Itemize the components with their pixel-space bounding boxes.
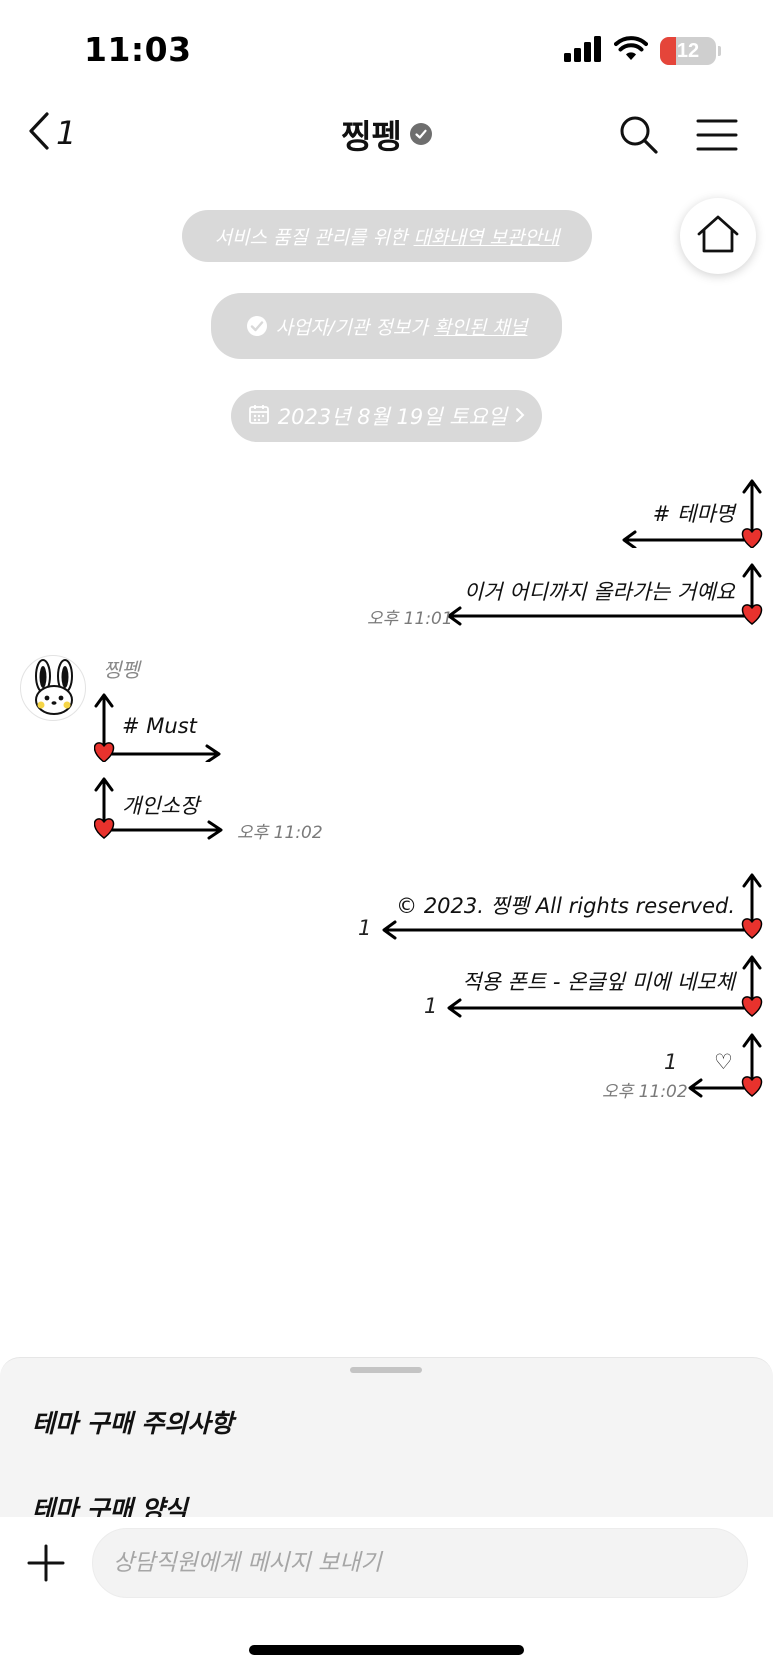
- incoming-bubble-2[interactable]: 개인소장: [94, 776, 226, 840]
- unread-count: 1: [56, 114, 77, 152]
- unread-count: 1: [358, 916, 372, 940]
- unread-count: 1: [424, 994, 438, 1018]
- outgoing-bubble-3[interactable]: © 2023. 찡펭 All rights reserved.: [380, 872, 765, 940]
- message-text: # 테마명: [652, 502, 735, 526]
- plus-icon: [26, 1544, 66, 1587]
- message-text: ♡: [714, 1050, 733, 1074]
- storage-notice-pill[interactable]: 서비스 품질 관리를 위한 대화내역 보관안내: [182, 210, 592, 262]
- outgoing-bubble-2[interactable]: 이거 어디까지 올라가는 거예요: [445, 562, 765, 626]
- signal-icon: [564, 36, 602, 66]
- calendar-icon: [248, 403, 270, 430]
- home-button[interactable]: [680, 198, 756, 274]
- menu-button[interactable]: [696, 118, 738, 156]
- battery-level: 12: [676, 39, 700, 62]
- status-icons: 12: [564, 34, 721, 68]
- quick-menu-sheet: [0, 1357, 773, 1517]
- home-icon: [696, 214, 740, 258]
- avatar[interactable]: [20, 655, 86, 721]
- outgoing-bubble-4[interactable]: 적용 폰트 - 온글잎 미에 네모체: [445, 954, 765, 1018]
- message-time: 오후 11:02: [602, 1082, 688, 1102]
- outgoing-bubble-1[interactable]: # 테마명: [620, 476, 765, 548]
- message-text: 이거 어디까지 올라가는 거예요: [463, 580, 735, 604]
- sender-name: 찡펭: [103, 658, 140, 682]
- menu-item-purchase-notice[interactable]: 테마 구매 주의사항: [32, 1409, 234, 1438]
- outgoing-bubble-5[interactable]: ♡: [686, 1032, 765, 1100]
- back-button[interactable]: 1: [28, 112, 76, 154]
- storage-notice-prefix: 서비스 품질 관리를 위한: [214, 226, 408, 249]
- verified-check-icon: [246, 315, 268, 337]
- status-time: 11:03: [84, 30, 192, 69]
- search-icon: [618, 116, 660, 160]
- message-time: 오후 11:02: [237, 823, 323, 843]
- date-text: 2023년 8월 19일 토요일: [277, 405, 508, 429]
- home-indicator: [249, 1645, 524, 1655]
- verified-badge-icon: [409, 123, 432, 145]
- message-time: 오후 11:01: [367, 609, 453, 629]
- chat-title: 찡펭: [0, 110, 773, 158]
- date-divider[interactable]: 2023년 8월 19일 토요일: [231, 390, 542, 442]
- unread-count: 1: [664, 1050, 678, 1074]
- menu-icon: [696, 119, 738, 156]
- sheet-grabber[interactable]: [350, 1367, 422, 1373]
- message-text: 개인소장: [122, 794, 200, 818]
- verified-notice-prefix: 사업자/기관 정보가: [275, 316, 428, 339]
- message-text: # Must: [122, 714, 197, 738]
- chevron-right-icon: [515, 404, 525, 428]
- verified-channel-pill[interactable]: 사업자/기관 정보가 확인된 채널: [211, 293, 562, 359]
- verified-notice-link[interactable]: 확인된 채널: [433, 316, 528, 339]
- message-text: 적용 폰트 - 온글잎 미에 네모체: [462, 970, 735, 994]
- incoming-bubble-1[interactable]: # Must: [94, 690, 224, 762]
- channel-name: 찡펭: [341, 117, 402, 156]
- storage-notice-link[interactable]: 대화내역 보관안내: [413, 226, 560, 249]
- wifi-icon: [614, 36, 648, 66]
- back-chevron-icon: [28, 112, 50, 154]
- search-button[interactable]: [618, 114, 660, 160]
- message-text: © 2023. 찡펭 All rights reserved.: [396, 894, 735, 918]
- battery-icon: 12: [660, 37, 716, 65]
- attach-button[interactable]: [26, 1543, 66, 1583]
- message-input[interactable]: [92, 1528, 748, 1598]
